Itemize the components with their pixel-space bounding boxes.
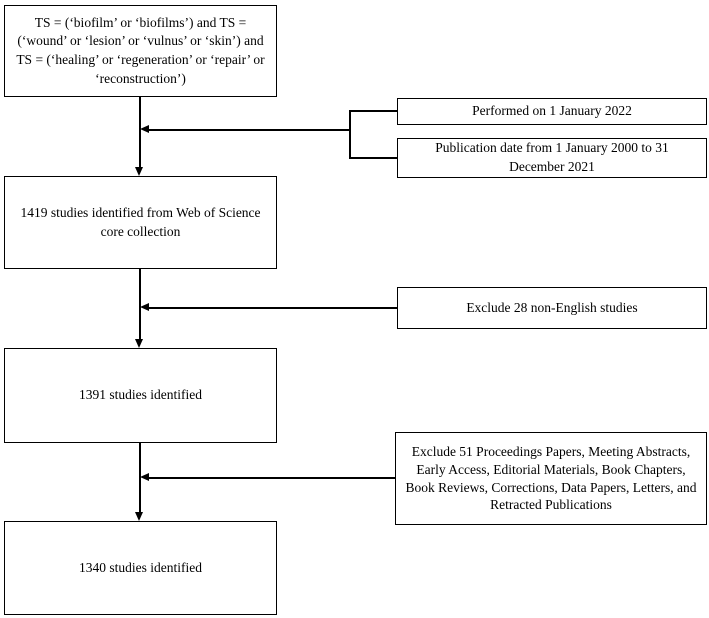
performed-date-box: Performed on 1 January 2022	[397, 98, 707, 125]
search-query-box: TS = (‘biofilm’ or ‘biofilms’) and TS = …	[4, 5, 277, 97]
arrow-left-icon	[140, 303, 149, 311]
studies-final-text: 1340 studies identified	[79, 559, 202, 575]
connector-exclude-non-english	[149, 307, 397, 309]
connector-exclude-document-types	[149, 477, 395, 479]
flow-line-screened-to-final	[139, 443, 141, 512]
exclude-non-english-text: Exclude 28 non-English studies	[466, 299, 638, 315]
connector-performed-date	[349, 110, 397, 112]
flow-line-query-to-identified	[139, 97, 141, 167]
connector-dates-to-flow	[149, 129, 350, 131]
studies-after-language-text: 1391 studies identified	[79, 387, 202, 403]
flow-line-identified-to-screened	[139, 269, 141, 339]
studies-final-box: 1340 studies identified	[4, 521, 277, 615]
performed-date-text: Performed on 1 January 2022	[472, 103, 632, 119]
publication-range-text: Publication date from 1 January 2000 to …	[435, 140, 669, 174]
publication-range-box: Publication date from 1 January 2000 to …	[397, 138, 707, 178]
studies-identified-text: 1419 studies identified from Web of Scie…	[20, 204, 261, 239]
exclude-document-types-box: Exclude 51 Proceedings Papers, Meeting A…	[395, 432, 707, 525]
studies-after-language-box: 1391 studies identified	[4, 348, 277, 443]
studies-identified-box: 1419 studies identified from Web of Scie…	[4, 176, 277, 269]
search-query-text: TS = (‘biofilm’ or ‘biofilms’) and TS = …	[16, 14, 265, 86]
arrow-down-icon	[135, 339, 143, 348]
exclude-non-english-box: Exclude 28 non-English studies	[397, 287, 707, 329]
arrow-left-icon	[140, 473, 149, 481]
arrow-down-icon	[135, 167, 143, 176]
exclude-document-types-text: Exclude 51 Proceedings Papers, Meeting A…	[405, 443, 697, 513]
arrow-left-icon	[140, 125, 149, 133]
arrow-down-icon	[135, 512, 143, 521]
connector-date-bracket	[349, 110, 351, 159]
connector-publication-range	[349, 157, 397, 159]
